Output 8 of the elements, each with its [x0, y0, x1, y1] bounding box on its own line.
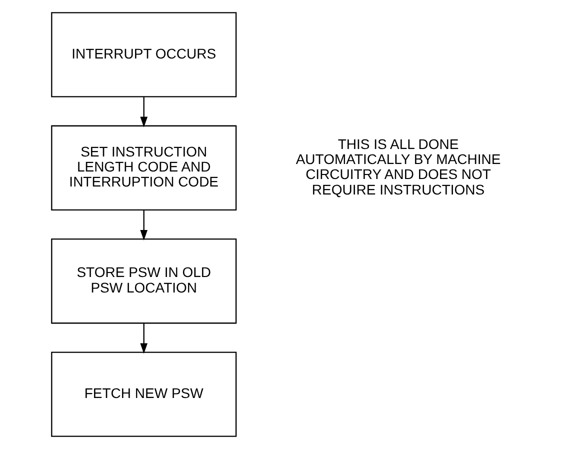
node-box: STORE PSW IN OLD PSW LOCATION [50, 238, 236, 324]
node-box: FETCH NEW PSW [50, 352, 236, 437]
node-box: SET INSTRUCTION LENGTH CODE AND INTERRUPTION CODE [50, 125, 236, 210]
label: THIS IS ALL DONE AUTOMATICALLY BY MACHINE CIRCUITRY AND DOES NOT REQUIRE INSTRUCTIONS [295, 136, 500, 198]
arrow [140, 323, 148, 354]
node-box: INTERRUPT OCCURS [50, 12, 236, 98]
arrow [140, 96, 148, 128]
arrow [140, 210, 148, 241]
